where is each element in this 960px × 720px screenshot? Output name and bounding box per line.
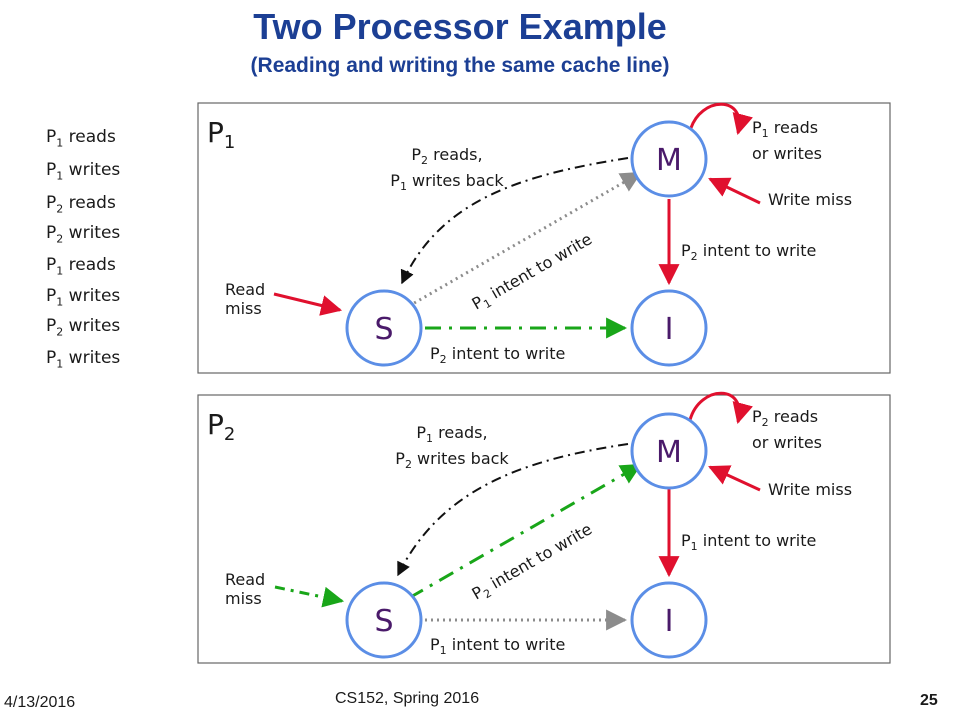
p1-state-m: M [630, 120, 708, 198]
p1-self-loop-arrow [688, 102, 753, 136]
svg-text:M: M [656, 435, 682, 470]
p1-s-to-m-arrow [408, 171, 642, 308]
sequence-item: P2 writes [46, 223, 121, 246]
footer-date: 4/13/2016 [4, 694, 76, 711]
p1-frame [197, 102, 891, 374]
sequence-item: P2 reads [46, 193, 116, 216]
p2-self-loop-arrow [688, 391, 753, 425]
sequence-item: P1 reads [46, 255, 116, 278]
svg-text:S: S [374, 604, 393, 639]
p2-state-m: M [630, 412, 708, 490]
footer-course: CS152, Spring 2016 [335, 690, 480, 707]
svg-text:M: M [656, 143, 682, 178]
p2-s-to-m-label: P2 intent to write [469, 519, 597, 606]
p2-m-to-s-label: P1 reads,P2 writes back [395, 423, 509, 471]
p1-write-miss-label: Write miss [768, 190, 852, 209]
p2-frame [197, 394, 891, 664]
sequence-item: P1 writes [46, 348, 121, 371]
p1-state-i: I [630, 289, 708, 367]
p2-read-miss-arrow [274, 585, 345, 608]
p1-m-to-s-label: P2 reads,P1 writes back [390, 145, 504, 193]
p2-proc-label: P2 [207, 408, 235, 445]
sequence-item: P1 writes [46, 286, 121, 309]
p1-state-s: S [345, 289, 423, 367]
svg-text:I: I [665, 312, 674, 347]
svg-text:S: S [374, 312, 393, 347]
sequence-item: P1 writes [46, 160, 121, 183]
slide-title: Two Processor Example [253, 6, 667, 47]
p2-write-miss-label: Write miss [768, 480, 852, 499]
slide-subtitle: (Reading and writing the same cache line… [250, 54, 670, 77]
sequence-item: P1 reads [46, 127, 116, 150]
svg-text:I: I [665, 604, 674, 639]
p1-read-miss-arrow [273, 292, 343, 316]
p2-s-to-i-label: P1 intent to write [430, 635, 565, 657]
p2-state-s: S [345, 581, 423, 659]
p2-state-i: I [630, 581, 708, 659]
sequence-item: P2 writes [46, 316, 121, 339]
p2-s-to-m-arrow [408, 463, 642, 600]
p1-proc-label: P1 [207, 116, 235, 153]
p1-write-miss-arrow [708, 177, 761, 205]
p1-m-to-i-label: P2 intent to write [681, 241, 816, 263]
p2-write-miss-arrow [708, 465, 761, 492]
p1-s-to-m-label: P1 intent to write [469, 229, 597, 316]
p2-m-to-i-label: P1 intent to write [681, 531, 816, 553]
p1-s-to-i-label: P2 intent to write [430, 344, 565, 366]
page-number: 25 [920, 692, 938, 709]
